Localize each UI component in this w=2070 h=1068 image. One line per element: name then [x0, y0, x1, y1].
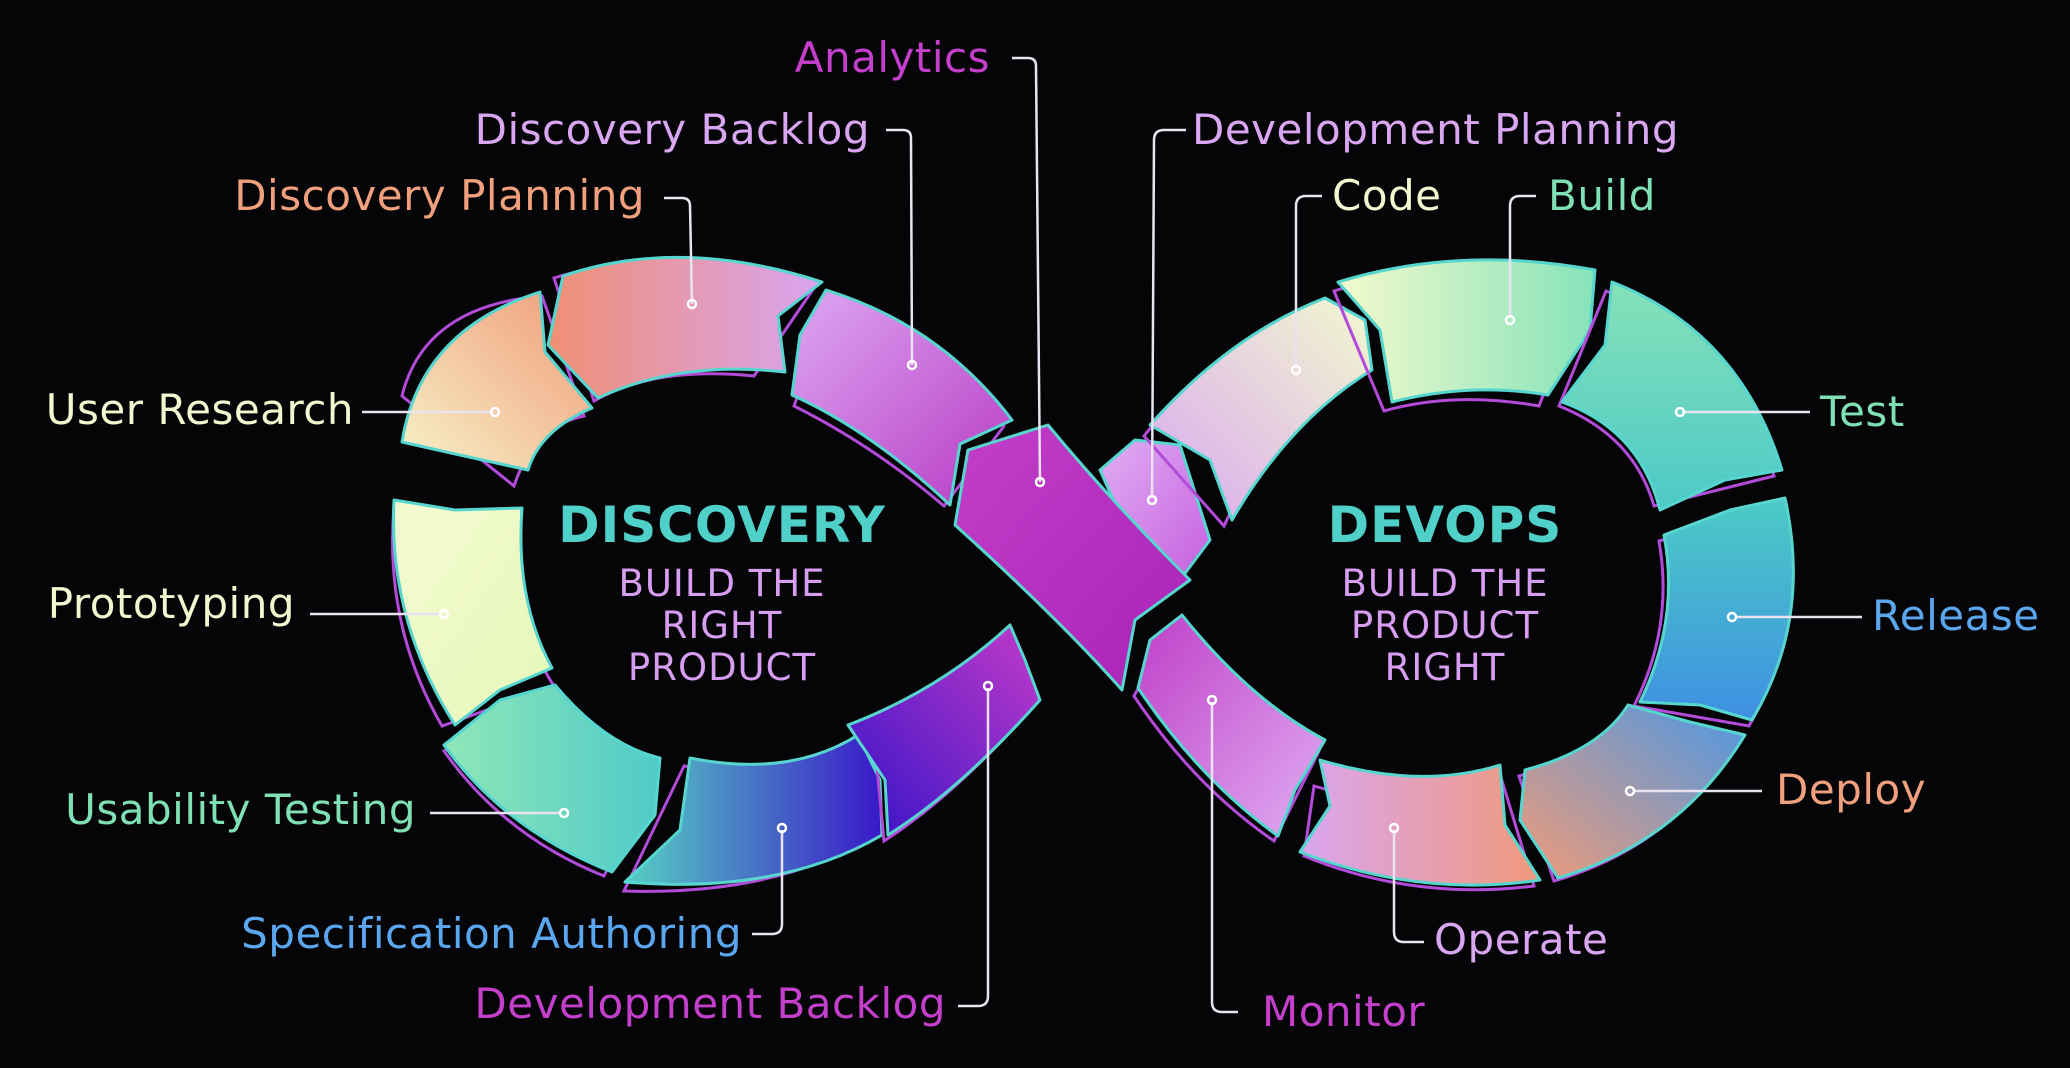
discovery-subtitle-line-1: BUILD THE [618, 562, 825, 605]
devops-subtitle-line-2: PRODUCT [1351, 604, 1539, 647]
segment-discovery-backlog[interactable] [790, 288, 1014, 507]
segment-development-backlog[interactable] [846, 623, 1042, 837]
segment-analytics[interactable] [953, 423, 1192, 692]
segment-discovery-planning[interactable] [546, 255, 824, 400]
label-operate[interactable]: Operate [1434, 915, 1608, 964]
label-prototyping[interactable]: Prototyping [48, 579, 295, 628]
devops-hub: DEVOPS BUILD THE PRODUCT RIGHT [1328, 496, 1563, 689]
devops-loop [1132, 258, 1795, 892]
devops-subtitle-line-1: BUILD THE [1341, 562, 1548, 605]
discovery-loop [391, 255, 1042, 893]
label-analytics[interactable]: Analytics [795, 33, 990, 82]
segment-monitor[interactable] [1136, 613, 1327, 838]
label-build[interactable]: Build [1548, 171, 1656, 220]
segment-code[interactable] [1336, 258, 1597, 404]
segment-operate[interactable] [1298, 758, 1542, 887]
label-discovery-backlog[interactable]: Discovery Backlog [475, 105, 870, 154]
label-development-planning[interactable]: Development Planning [1192, 105, 1679, 154]
segment-release[interactable] [1638, 496, 1795, 722]
crossover [953, 423, 1212, 692]
devops-title: DEVOPS [1328, 496, 1563, 554]
segment-usability-testing[interactable] [442, 683, 662, 874]
segment-deploy[interactable] [1518, 703, 1747, 880]
devops-subtitle-line-3: RIGHT [1385, 646, 1506, 689]
discovery-hub: DISCOVERY BUILD THE RIGHT PRODUCT [558, 496, 886, 689]
discovery-subtitle-line-2: RIGHT [662, 604, 783, 647]
label-code[interactable]: Code [1332, 171, 1442, 220]
label-specification-authoring[interactable]: Specification Authoring [241, 909, 742, 958]
stage-labels: Analytics Discovery Backlog Discovery Pl… [46, 33, 2040, 1036]
label-monitor[interactable]: Monitor [1262, 987, 1425, 1036]
label-development-backlog[interactable]: Development Backlog [474, 979, 946, 1028]
leader-lines [310, 56, 1862, 1014]
label-user-research[interactable]: User Research [46, 385, 354, 434]
segment-user-research[interactable] [400, 290, 594, 472]
segment-development-planning[interactable] [1148, 296, 1374, 522]
segment-prototyping[interactable] [392, 498, 554, 727]
label-usability-testing[interactable]: Usability Testing [65, 785, 416, 834]
discovery-title: DISCOVERY [558, 496, 886, 554]
label-test[interactable]: Test [1819, 387, 1905, 436]
discovery-subtitle-line-3: PRODUCT [628, 646, 816, 689]
label-release[interactable]: Release [1872, 591, 2040, 640]
label-discovery-planning[interactable]: Discovery Planning [234, 171, 645, 220]
label-deploy[interactable]: Deploy [1776, 765, 1926, 814]
segment-test[interactable] [1560, 280, 1784, 512]
